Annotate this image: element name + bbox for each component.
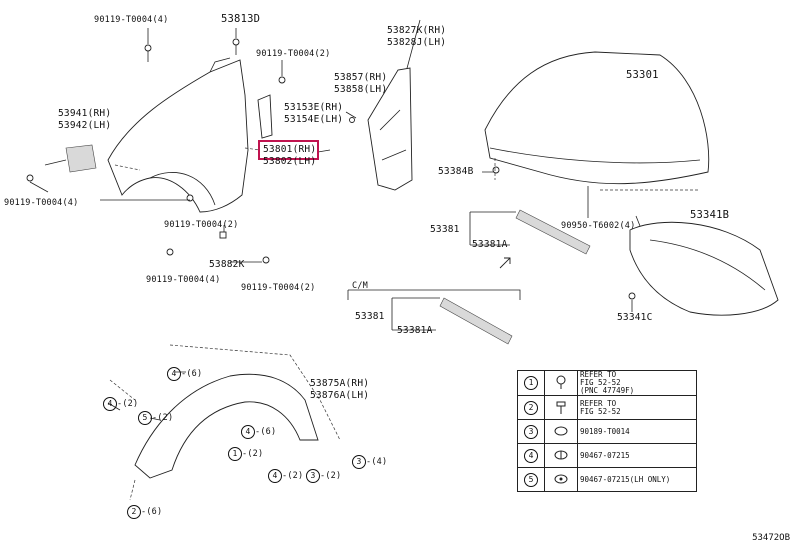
legend-text: FIG 52-52 [580,406,621,416]
clip-icon [554,450,568,459]
hood-seal-strip-upper [469,209,591,269]
label-53384B: 53384B [438,166,474,177]
callout-5-2: 5-(2) [138,411,173,425]
label-53153E: 53153E(RH) [284,102,344,113]
label-90119-mid1: 90119-T0004(2) [164,220,239,230]
rivet-icon [556,401,566,414]
label-53341C: 53341C [617,312,653,323]
legend-text: (PNC 47749F) [580,386,635,395]
label-53381A-b: 53381A [397,325,433,336]
label-inset-mark: C/M [352,281,368,291]
legend-num: 3 [524,424,538,439]
label-53801: 53801(RH) [263,144,317,155]
label-53301: 53301 [626,69,659,81]
callout-1-2: 1-(2) [228,447,263,461]
legend-text: FIG 52-52 [580,378,621,387]
hood-insulator-panel [629,221,779,316]
label-53154E: 53154E(LH) [284,114,344,125]
legend-text: 90467-07215 [580,450,630,460]
clip-icon [556,375,566,389]
callout-4-2-a: 4-(2) [103,397,138,411]
legend-text: 90189-T0014 [580,426,630,436]
label-53876A: 53876A(LH) [310,390,370,401]
callout-4-6-a: 4-(6) [167,367,202,381]
legend-num: 2 [524,400,538,415]
legend-text: 90467-07215(LH ONLY) [580,474,671,484]
label-53381-b: 53381 [355,311,385,322]
highlight-box-53801 [258,140,319,160]
hood-seal-strip-lower [347,289,521,345]
label-53858: 53858(LH) [334,84,388,95]
clip-icon [554,474,568,483]
fender-panel [107,57,261,213]
callout-3-4: 3-(4) [352,455,387,469]
label-90119-mid2: 90119-T0004(4) [146,275,221,285]
legend-row: 5 90467-07215(LH ONLY) [517,467,697,492]
legend-row: 3 90189-T0014 [517,419,697,444]
legend-text: REFER TO [580,398,617,408]
label-53341B: 53341B [690,209,730,221]
clip-icon [554,426,568,435]
label-53827K: 53827K(RH) [387,25,447,36]
diagram-id: 53472OB [752,533,790,543]
bolt-icons [26,38,636,300]
label-53381A-a: 53381A [472,239,508,250]
label-90119-top-left: 90119-T0004(4) [94,15,169,25]
label-53813D: 53813D [221,13,261,25]
hood-panel [484,51,710,191]
legend-num: 4 [524,448,538,463]
label-53802: 53802(LH) [263,156,317,167]
label-53828J: 53828J(LH) [387,37,447,48]
callout-4-6-b: 4-(6) [241,425,276,439]
label-53875A: 53875A(RH) [310,378,370,389]
hinge-bracket-part [257,94,273,139]
label-53941: 53941(RH) [58,108,112,119]
label-90119-mid3: 90119-T0004(2) [241,283,316,293]
label-53882K: 53882K [209,259,245,270]
callout-4-2-b: 4-(2) [268,469,303,483]
callout-2-6: 2-(6) [127,505,162,519]
label-53381-a: 53381 [430,224,460,235]
fender-support-part [349,67,413,191]
fender-bracket-part [44,144,97,173]
legend-num: 1 [524,376,538,390]
label-53857: 53857(RH) [334,72,388,83]
label-90119-top-mid: 90119-T0004(2) [256,49,331,59]
legend-num: 5 [524,472,538,487]
label-53942: 53942(LH) [58,120,112,131]
legend-row: 4 90467-07215 [517,443,697,468]
legend-text: REFER TO [580,370,617,379]
callout-3-2: 3-(2) [306,469,341,483]
label-90950: 90950-T6002(4) [561,221,636,231]
label-90119-left: 90119-T0004(4) [4,198,79,208]
